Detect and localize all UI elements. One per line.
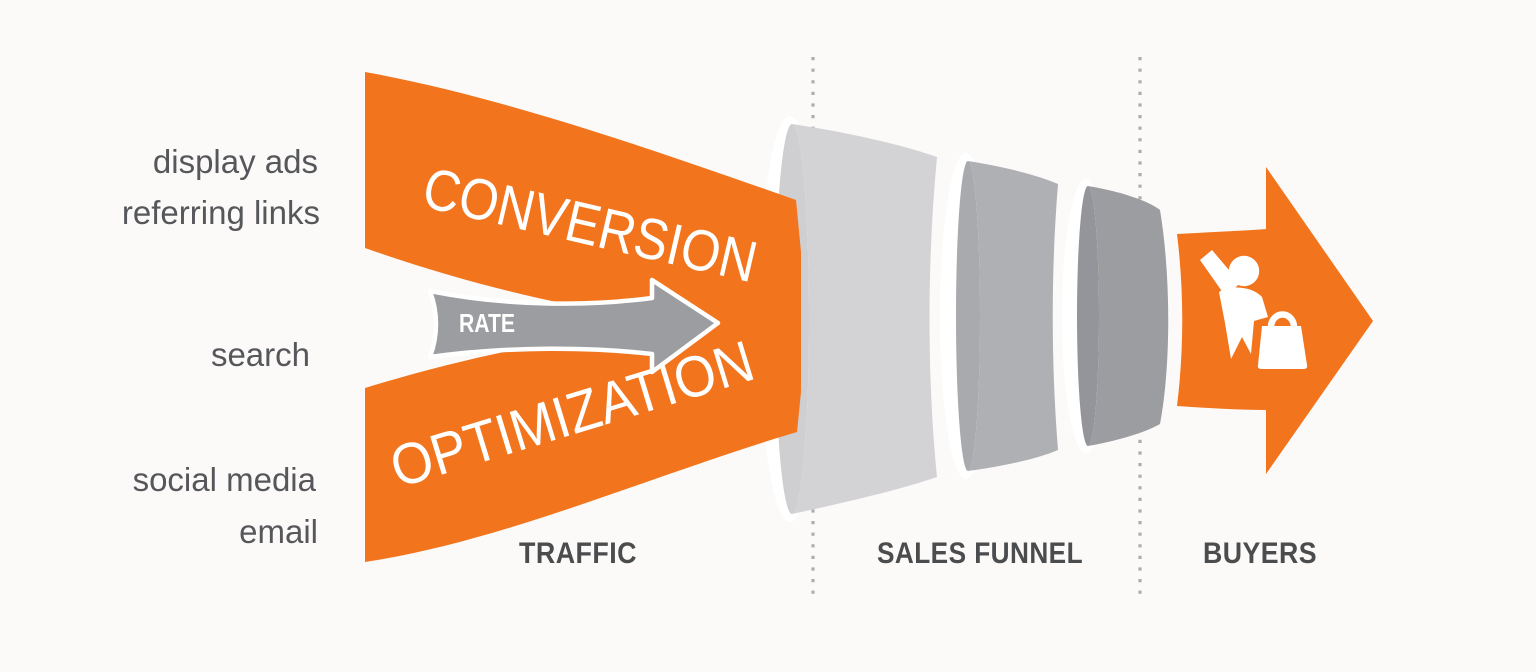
label-social-media: social media xyxy=(133,461,317,498)
sales-funnel xyxy=(792,124,1169,514)
stage-label-traffic: TRAFFIC xyxy=(519,537,637,570)
funnel-stage2-body xyxy=(968,161,1058,471)
person-raised-arm xyxy=(1200,250,1240,297)
label-email: email xyxy=(239,513,318,550)
funnel-stage3-body xyxy=(1088,186,1169,446)
person-with-shopping-bag-icon xyxy=(1200,250,1308,369)
funnel-stage2-cap xyxy=(956,161,980,471)
stage-label-buyers: BUYERS xyxy=(1203,537,1317,570)
label-display-ads: display ads xyxy=(153,143,318,180)
rate-arrow: RATE xyxy=(427,277,721,375)
rate-arrow-shape xyxy=(427,277,721,375)
rate-arrow-label: RATE xyxy=(459,308,515,338)
buyers-arrow xyxy=(1177,167,1373,474)
label-search: search xyxy=(211,336,310,373)
person-torso xyxy=(1219,287,1268,359)
traffic-source-labels: display ads referring links search socia… xyxy=(122,143,320,550)
funnel-stage1-body xyxy=(792,124,937,514)
person-head xyxy=(1228,255,1260,287)
stage-label-sales-funnel: SALES FUNNEL xyxy=(877,537,1083,570)
funnel-stage3-cap xyxy=(1077,186,1099,446)
label-referring-links: referring links xyxy=(122,194,320,231)
stage-labels: TRAFFIC SALES FUNNEL BUYERS xyxy=(519,537,1317,570)
shopping-bag-handle xyxy=(1267,311,1298,328)
shopping-bag-body xyxy=(1257,326,1308,369)
conversion-ribbon xyxy=(365,72,801,562)
